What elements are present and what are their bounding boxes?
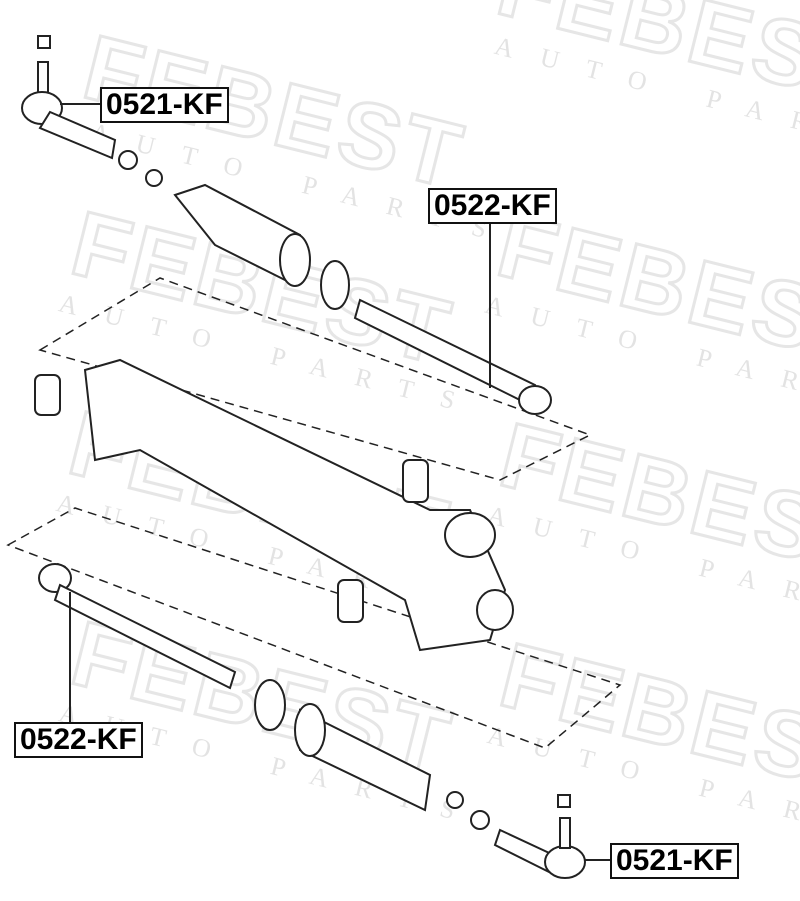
- lower-boot: [254, 679, 432, 812]
- upper-tie-rod-end: [21, 35, 163, 187]
- dashed-assembly-outlines: [6, 277, 622, 749]
- rack-housing: [34, 358, 514, 652]
- upper-boot: [173, 183, 350, 310]
- leader-lines: [60, 103, 610, 861]
- callout-0522-kf-upper[interactable]: 0522-KF: [428, 188, 557, 224]
- lower-inner-tie-rod: [38, 563, 237, 690]
- callout-0521-kf-upper[interactable]: 0521-KF: [100, 87, 229, 123]
- callout-0521-kf-lower[interactable]: 0521-KF: [610, 843, 739, 879]
- lower-tie-rod-end: [446, 791, 586, 879]
- callout-0522-kf-lower[interactable]: 0522-KF: [14, 722, 143, 758]
